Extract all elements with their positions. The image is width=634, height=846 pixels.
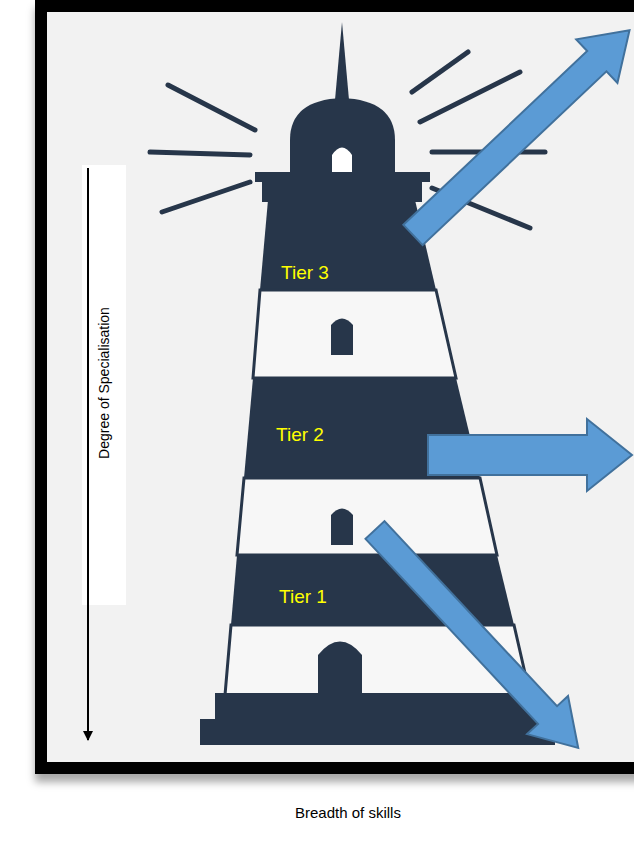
block-arrow — [428, 419, 632, 491]
gallery-rail — [255, 172, 430, 182]
axis-arrow — [87, 168, 89, 740]
tier-label: Tier 2 — [276, 424, 324, 446]
axis-arrow — [90, 767, 600, 769]
tier-arrows — [355, 8, 634, 767]
base-plinth — [200, 719, 555, 745]
tower-window — [331, 319, 353, 356]
white-band — [253, 290, 456, 378]
tier-band: Tier 1 — [263, 582, 343, 612]
block-arrow — [355, 511, 599, 767]
tier-band: Tier 2 — [260, 420, 340, 450]
dark-band — [260, 200, 436, 290]
tier-label: Tier 3 — [281, 262, 329, 284]
axis-label: Breadth of skills — [295, 804, 401, 821]
axis-label: Degree of Specialisation — [96, 307, 112, 459]
base-step — [215, 693, 545, 721]
tower-window — [331, 509, 353, 546]
tower-door — [318, 642, 362, 696]
gallery — [262, 182, 422, 202]
tier-band: Tier 3 — [265, 258, 345, 288]
white-band — [237, 478, 497, 555]
tier-label: Tier 1 — [279, 586, 327, 608]
block-arrow — [392, 8, 634, 256]
spire — [335, 22, 349, 100]
